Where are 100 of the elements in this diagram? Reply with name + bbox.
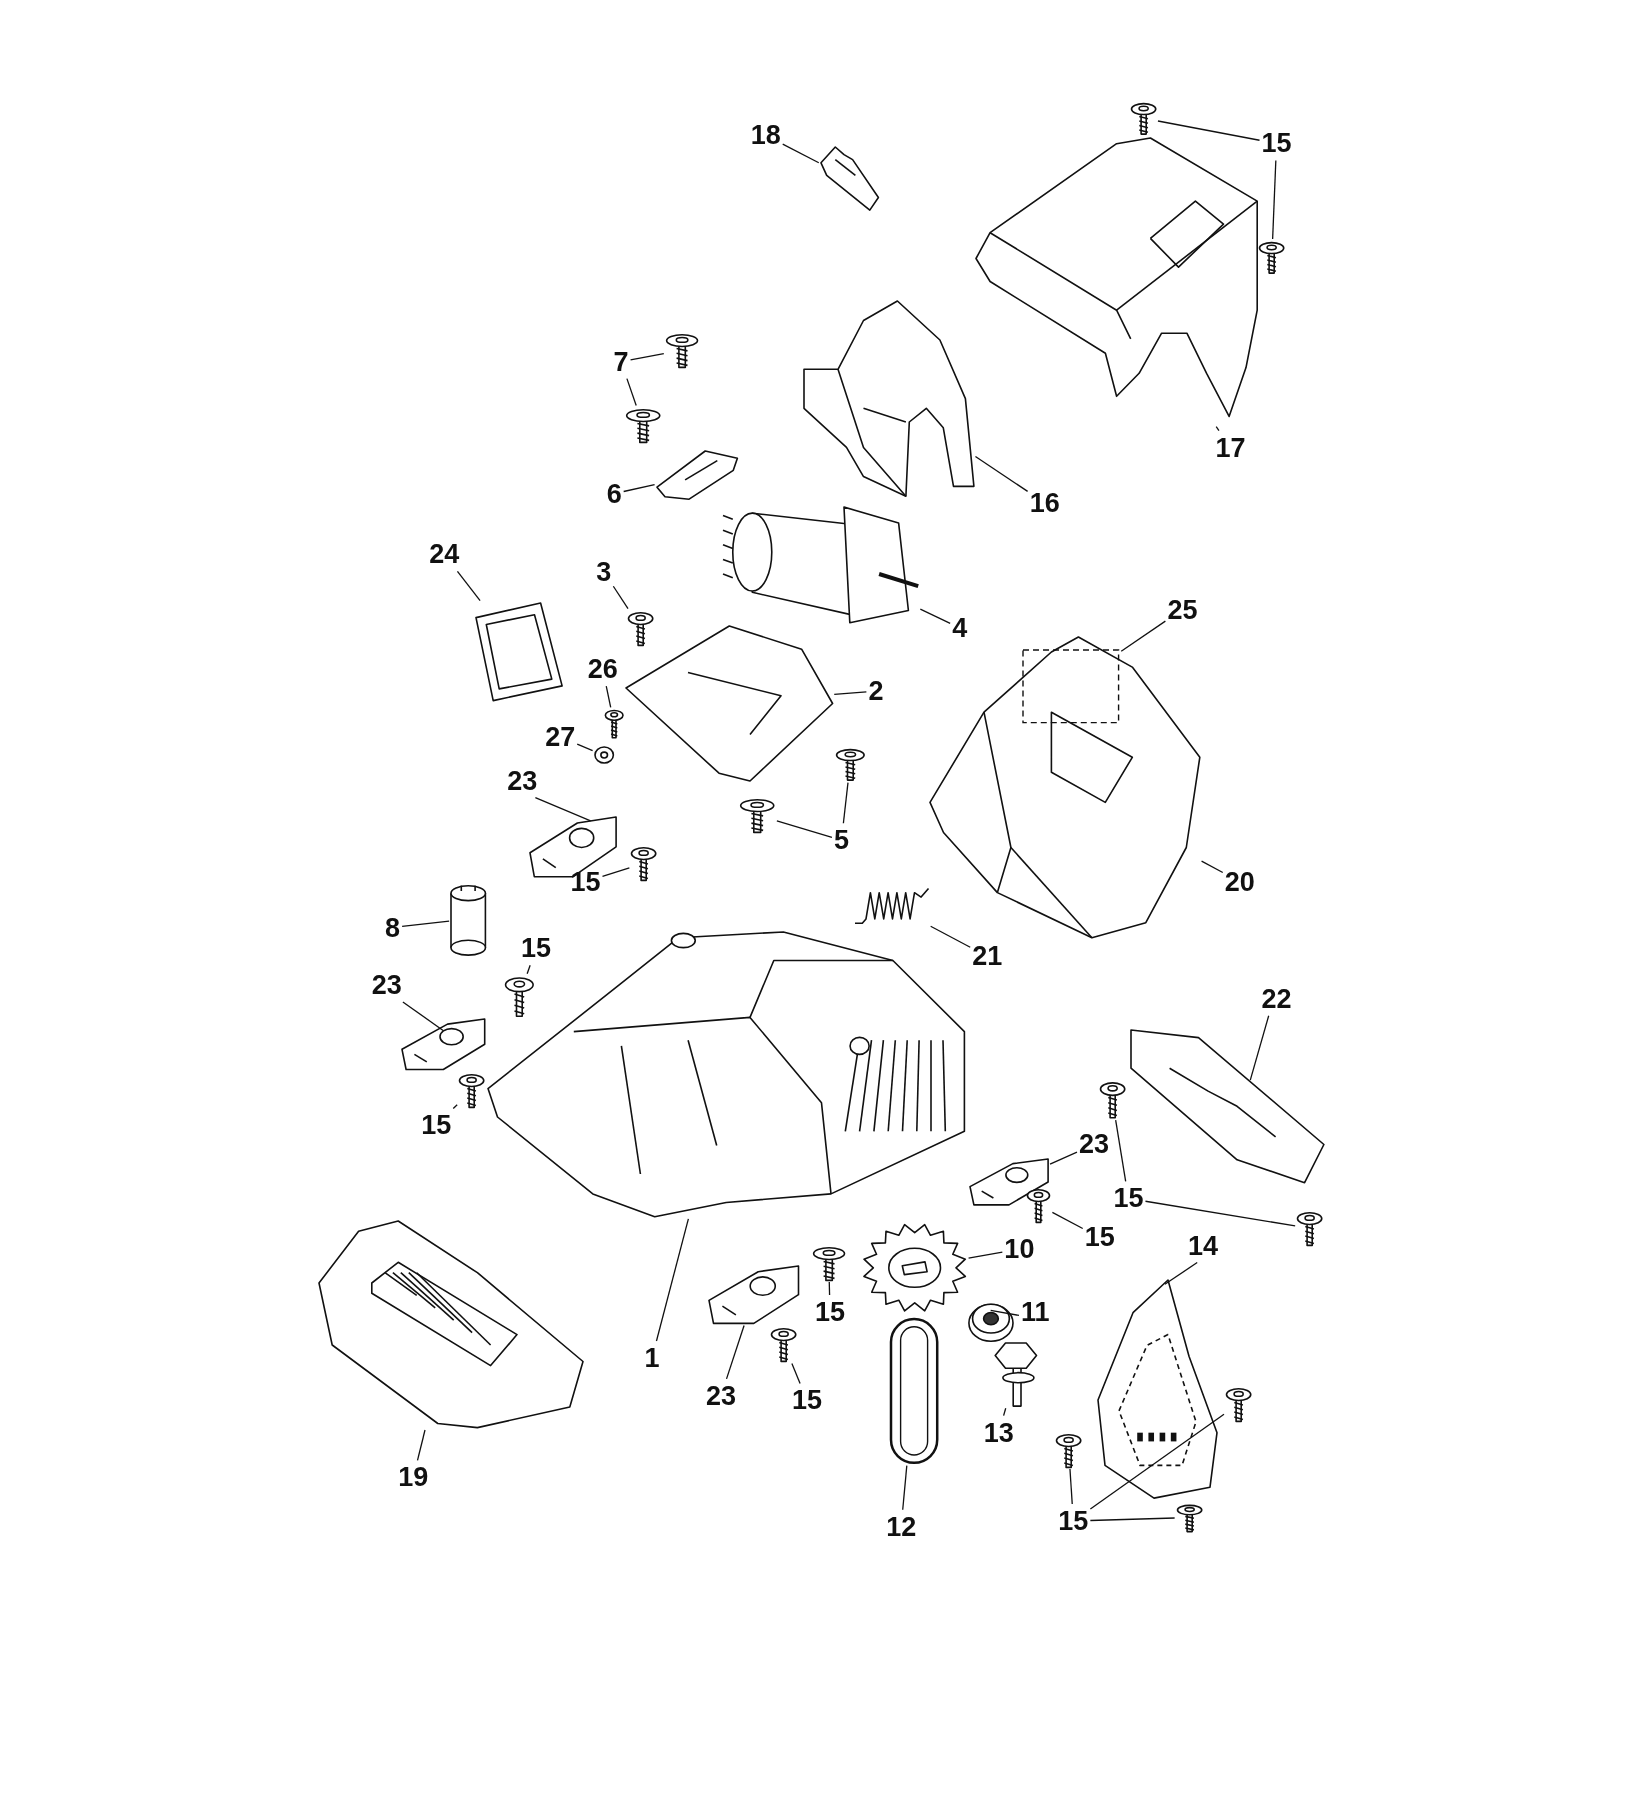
leader-line — [626, 377, 637, 407]
callout-number: 23 — [705, 1380, 736, 1411]
screw-drawing — [771, 1327, 797, 1362]
belt-drawing — [889, 1317, 938, 1464]
leader-line — [1089, 1413, 1225, 1510]
leader-line — [833, 691, 868, 696]
clip-drawing — [820, 146, 879, 211]
callout-number: 1 — [644, 1343, 660, 1373]
callout-number: 18 — [750, 120, 781, 151]
callout-number: 15 — [814, 1297, 845, 1328]
callout-number: 5 — [833, 825, 849, 856]
leader-line — [1157, 120, 1261, 141]
leader-line — [1089, 1517, 1176, 1522]
screw-drawing — [604, 709, 624, 739]
callout-number: 11 — [1020, 1297, 1050, 1328]
bracket-drawing — [656, 451, 737, 500]
housing-drawing — [487, 932, 965, 1217]
callout-number: 4 — [952, 612, 968, 643]
leader-line — [576, 743, 594, 752]
callout-number: 16 — [1029, 487, 1060, 518]
callout-number: 19 — [398, 1462, 429, 1493]
leader-line — [974, 455, 1029, 493]
callout-number: 3 — [596, 556, 612, 587]
callout-number: 8 — [385, 912, 401, 943]
leader-line — [1051, 1211, 1084, 1230]
leader-line — [526, 964, 531, 975]
leader-line — [534, 796, 592, 822]
callout-number: 21 — [972, 941, 1003, 972]
screw-drawing — [835, 748, 865, 781]
screw-drawing — [1226, 1386, 1252, 1422]
callout-number: 27 — [545, 721, 576, 752]
leader-line — [919, 608, 951, 624]
callout-number: 15 — [521, 933, 552, 964]
screw-drawing — [1027, 1188, 1051, 1223]
callout-number: 15 — [1261, 128, 1292, 159]
callout-number: 7 — [613, 346, 629, 377]
callout-number: 23 — [507, 765, 538, 796]
leader-line — [1049, 1151, 1078, 1165]
screw-drawing — [1297, 1211, 1323, 1246]
leader-line — [791, 1362, 801, 1385]
grille-cover-drawing — [319, 1221, 584, 1429]
leader-line — [902, 1464, 908, 1511]
leader-line — [776, 820, 833, 839]
leader-line — [416, 1429, 426, 1462]
screw-drawing — [631, 846, 657, 881]
washer-drawing — [594, 747, 613, 764]
screw-drawing — [459, 1073, 485, 1108]
leader-line — [601, 867, 630, 877]
leader-line — [1002, 1407, 1007, 1417]
clamp-drawing — [970, 1159, 1049, 1206]
callout-number: 15 — [1084, 1222, 1115, 1253]
leader-line — [725, 1324, 745, 1380]
leader-line — [782, 143, 820, 164]
mounting-plate-drawing — [625, 625, 833, 781]
leader-line — [967, 1251, 1003, 1259]
leader-line — [990, 1309, 1020, 1317]
callout-number: 14 — [1188, 1230, 1219, 1261]
leader-line — [1115, 1119, 1127, 1183]
leader-line — [1120, 620, 1167, 652]
callout-number: 20 — [1224, 866, 1255, 897]
callout-number: 25 — [1167, 594, 1198, 625]
leader-line — [1144, 1200, 1296, 1227]
leader-line — [623, 483, 656, 493]
screw-drawing — [740, 797, 775, 833]
leader-line — [456, 570, 481, 602]
screw-drawing — [625, 407, 661, 442]
leader-line — [1164, 1261, 1198, 1285]
callout-number: 10 — [1004, 1233, 1035, 1264]
callout-number: 22 — [1261, 983, 1292, 1014]
screw-drawing — [1099, 1081, 1125, 1119]
leader-line — [452, 1104, 458, 1110]
leader-line — [1249, 1015, 1270, 1081]
callout-number: 13 — [983, 1417, 1014, 1448]
callout-number: 12 — [886, 1511, 917, 1542]
dashed-outline — [1021, 648, 1120, 724]
motor-shroud-drawing — [803, 300, 974, 496]
clamp-drawing — [401, 1019, 485, 1070]
callout-number: 15 — [1058, 1506, 1089, 1536]
screw-drawing — [665, 332, 698, 368]
callout-number: 23 — [371, 969, 402, 1000]
callout-number: 26 — [587, 654, 618, 685]
screw-drawing — [1259, 241, 1285, 274]
callout-number: 6 — [606, 478, 622, 509]
leader-line — [1069, 1468, 1073, 1505]
leader-line — [401, 920, 450, 928]
channel-drawing — [1130, 1029, 1324, 1183]
callout-number: 23 — [1079, 1129, 1110, 1160]
screw-drawing — [1056, 1432, 1082, 1468]
leader-line — [842, 781, 849, 824]
leader-line — [1215, 426, 1220, 432]
leader-line — [402, 1001, 444, 1032]
leader-line — [930, 925, 971, 948]
callout-number: 24 — [429, 539, 460, 570]
screw-drawing — [812, 1245, 845, 1280]
leader-line — [1200, 860, 1224, 874]
leader-line — [629, 352, 665, 361]
callout-number: 15 — [1113, 1183, 1144, 1214]
screw-drawing — [1130, 102, 1156, 135]
leader-line — [612, 585, 629, 610]
leader-line — [828, 1281, 831, 1296]
